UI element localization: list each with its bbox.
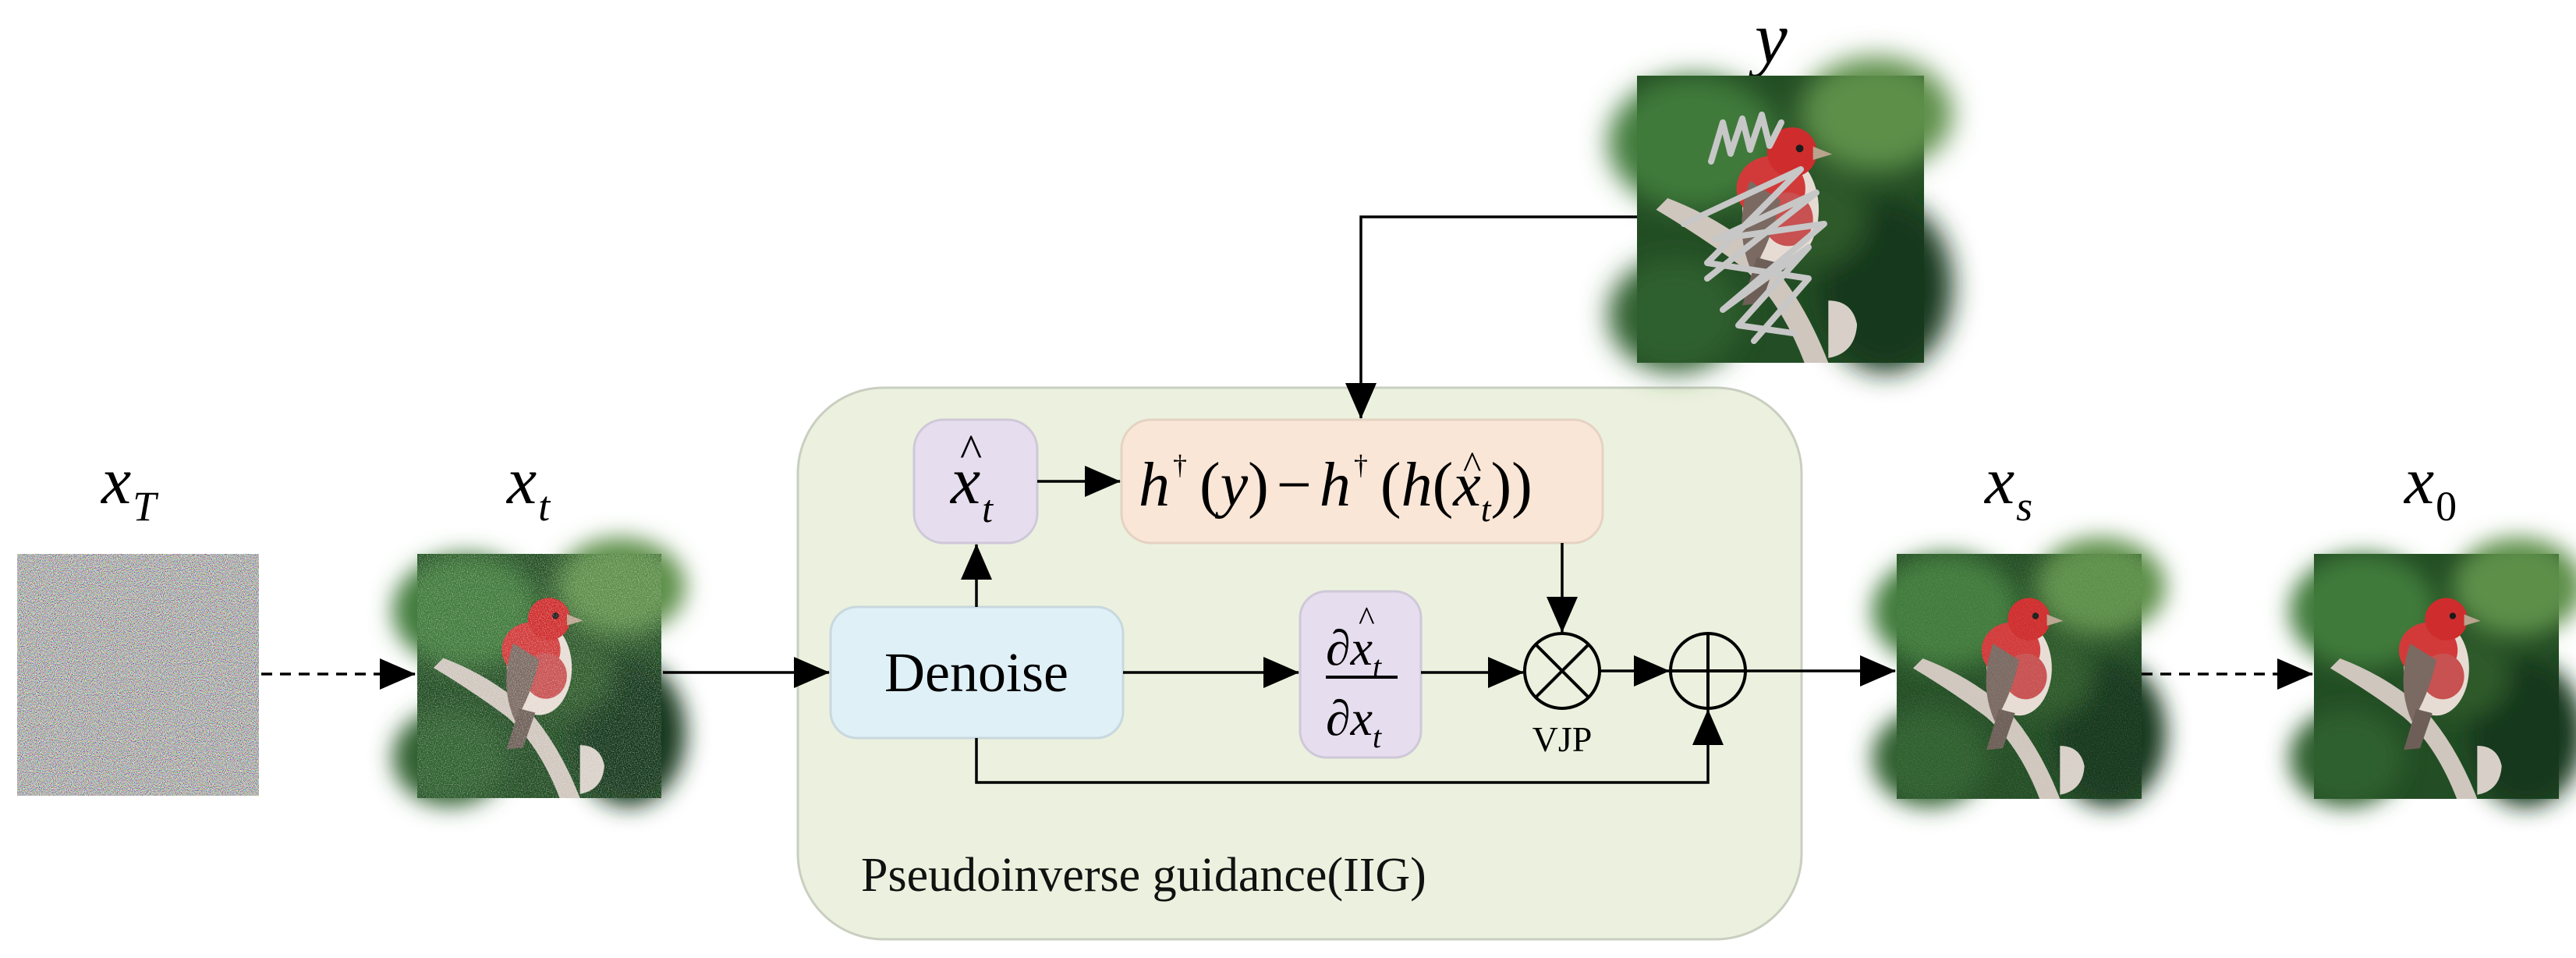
label-x-s: xs bbox=[1983, 443, 2032, 530]
pure-noise-image bbox=[17, 554, 259, 796]
noisy-bird-image bbox=[393, 538, 686, 806]
label-x-t: xt bbox=[505, 443, 551, 530]
label-x-0: x0 bbox=[2403, 443, 2457, 530]
label-y: y bbox=[1749, 0, 1788, 79]
clean-bird-image bbox=[2290, 538, 2576, 807]
scribble-mask bbox=[1681, 112, 1827, 344]
circled-plus-icon bbox=[1669, 632, 1747, 710]
denoise-label: Denoise bbox=[884, 641, 1068, 704]
scribbled-bird-image bbox=[1608, 56, 1953, 372]
residual-hat: ^ bbox=[1463, 443, 1481, 487]
slightly-noisy-bird-image bbox=[1873, 538, 2167, 807]
label-x-T: xT bbox=[100, 443, 159, 530]
jacobian-box bbox=[1299, 590, 1423, 759]
arrow-denoise-skip-to-plus bbox=[975, 709, 1724, 784]
vjp-label: VJP bbox=[1532, 719, 1593, 759]
jacobian-denominator: ∂xt bbox=[1326, 690, 1382, 754]
jacobian-numerator: ∂xt bbox=[1326, 620, 1382, 684]
residual-box bbox=[1120, 418, 1604, 545]
xhat-label: xt bbox=[949, 443, 994, 530]
jacobian-hat: ^ bbox=[1359, 600, 1375, 638]
xhat-hat: ^ bbox=[960, 425, 982, 477]
guidance-region-label: Pseudoinverse guidance(IIG) bbox=[861, 849, 1426, 902]
residual-expression: h†(y)−h†(h(xt)) bbox=[1139, 449, 1532, 529]
arrow-y-to-residual bbox=[1345, 215, 1637, 419]
